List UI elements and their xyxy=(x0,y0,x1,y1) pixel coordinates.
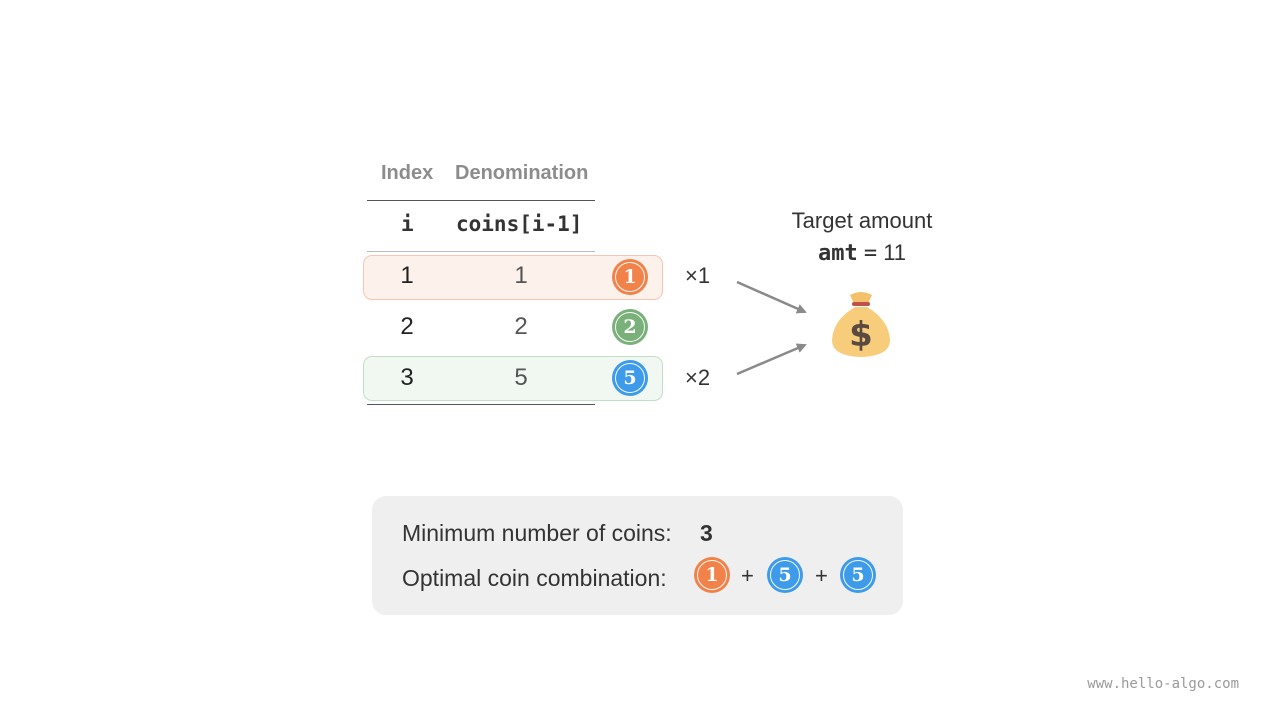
header-denomination: Denomination xyxy=(455,162,589,184)
row-3-index: 3 xyxy=(400,364,414,391)
money-bag-icon: $ xyxy=(832,292,890,357)
coin-5-icon: 5 xyxy=(840,557,876,593)
header-top-rule xyxy=(367,200,595,201)
amount-equals: = xyxy=(863,241,878,266)
row-1-denomination: 1 xyxy=(514,262,528,289)
min-coins-value: 3 xyxy=(700,520,713,546)
header-bottom-rule xyxy=(367,251,595,252)
amount-variable: amt xyxy=(817,241,858,266)
watermark: www.hello-algo.com xyxy=(1087,676,1239,692)
arrow-bottom xyxy=(736,343,807,376)
coin-5-icon: 5 xyxy=(612,360,648,396)
target-label: Target amount xyxy=(791,208,933,233)
row-1-index: 1 xyxy=(400,262,414,289)
plus-sign: + xyxy=(815,563,828,588)
coin-1-icon: 1 xyxy=(612,259,648,295)
arrow-top xyxy=(736,280,807,314)
plus-sign: + xyxy=(741,563,754,588)
coin-5-icon: 5 xyxy=(767,557,803,593)
amount-value: 11 xyxy=(883,240,907,265)
coin-1-icon: 1 xyxy=(694,557,730,593)
min-coins-label: Minimum number of coins: xyxy=(402,520,672,546)
column-coins: coins[i-1] xyxy=(456,212,583,236)
row-3-denomination: 5 xyxy=(514,364,528,391)
coin-2-icon: 2 xyxy=(612,309,648,345)
table-bottom-rule xyxy=(367,404,595,405)
header-index: Index xyxy=(381,162,434,184)
column-i: i xyxy=(401,212,414,236)
svg-text:$: $ xyxy=(849,315,873,355)
row-2-denomination: 2 xyxy=(514,313,528,340)
arrows xyxy=(736,280,807,376)
row-2-index: 2 xyxy=(400,313,414,340)
combination-label: Optimal coin combination: xyxy=(402,565,667,591)
target-amount: amt = 11 xyxy=(762,240,962,266)
result-panel xyxy=(372,496,903,615)
row-3-multiplier: ×2 xyxy=(685,365,711,390)
row-1-multiplier: ×1 xyxy=(685,263,711,288)
